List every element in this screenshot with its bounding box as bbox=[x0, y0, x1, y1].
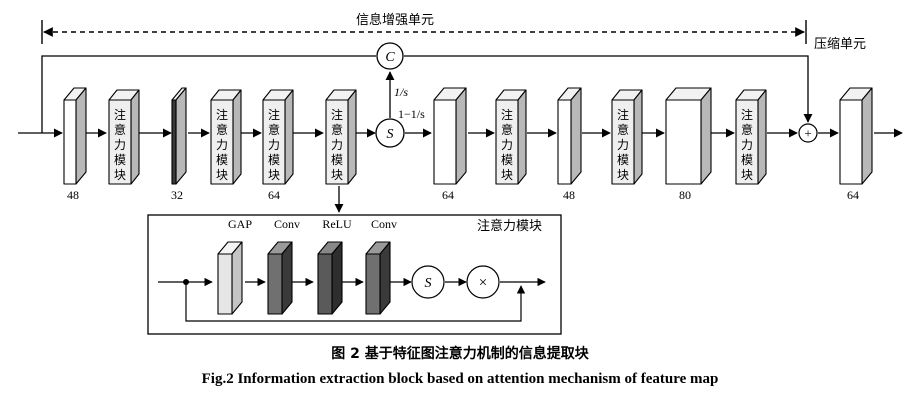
svg-text:块: 块 bbox=[216, 168, 228, 182]
feature-map-block bbox=[63, 87, 87, 185]
attention-module-block: 注意力模块 bbox=[210, 89, 242, 185]
svg-text:模: 模 bbox=[617, 153, 629, 167]
info-enhance-unit-label: 信息增强单元 bbox=[356, 12, 434, 28]
svg-text:模: 模 bbox=[114, 153, 126, 167]
svg-text:意: 意 bbox=[268, 122, 280, 137]
attention-module-block: 注意力模块 bbox=[611, 89, 643, 185]
svg-text:意: 意 bbox=[617, 122, 629, 137]
svg-text:×: × bbox=[479, 275, 487, 291]
svg-text:力: 力 bbox=[331, 138, 343, 152]
svg-text:模: 模 bbox=[216, 153, 228, 167]
gap-label: GAP bbox=[228, 217, 252, 231]
svg-text:力: 力 bbox=[617, 138, 629, 152]
svg-text:块: 块 bbox=[501, 168, 513, 182]
conv1-label: Conv bbox=[274, 217, 300, 231]
attention-module-block: 注意力模块 bbox=[495, 89, 527, 185]
split-node: S bbox=[375, 118, 405, 148]
svg-text:力: 力 bbox=[268, 138, 280, 152]
svg-text:模: 模 bbox=[741, 153, 753, 167]
svg-text:意: 意 bbox=[331, 122, 343, 137]
inset-title: 注意力模块 bbox=[477, 218, 542, 234]
svg-text:模: 模 bbox=[331, 153, 343, 167]
svg-text:C: C bbox=[385, 50, 395, 65]
relu-label: ReLU bbox=[322, 217, 352, 231]
svg-text:+: + bbox=[804, 126, 811, 141]
svg-text:注: 注 bbox=[268, 107, 280, 122]
svg-text:块: 块 bbox=[617, 168, 629, 182]
svg-text:模: 模 bbox=[268, 153, 280, 167]
svg-text:力: 力 bbox=[216, 138, 228, 152]
compress-unit-label: 压缩单元 bbox=[814, 36, 866, 52]
relu-block bbox=[317, 241, 343, 315]
channel-label: 64 bbox=[847, 188, 859, 202]
svg-text:注: 注 bbox=[501, 107, 513, 122]
svg-text:注: 注 bbox=[331, 107, 343, 122]
channel-label: 64 bbox=[442, 188, 454, 202]
svg-text:意: 意 bbox=[216, 122, 228, 137]
channel-label: 32 bbox=[171, 188, 183, 202]
channel-label: 48 bbox=[563, 188, 575, 202]
figure-caption-english: Fig.2 Information extraction block based… bbox=[201, 371, 719, 387]
svg-text:S: S bbox=[387, 127, 394, 142]
sigmoid-node: S bbox=[411, 265, 445, 299]
attention-module-block: 注意力模块 bbox=[325, 89, 357, 185]
feature-map-block bbox=[433, 87, 467, 185]
svg-text:块: 块 bbox=[741, 168, 753, 182]
svg-text:注: 注 bbox=[617, 107, 629, 122]
ratio-top-label: 1/s bbox=[394, 85, 408, 99]
feature-map-block bbox=[557, 87, 582, 185]
feature-map-block bbox=[665, 87, 712, 185]
svg-text:意: 意 bbox=[501, 122, 513, 137]
channel-label: 80 bbox=[679, 188, 691, 202]
skip-connection bbox=[41, 55, 813, 133]
multiply-node: × bbox=[466, 265, 500, 299]
feature-map-block bbox=[171, 87, 187, 185]
add-node: + bbox=[798, 123, 818, 143]
channel-labels: 48 32 64 64 48 80 64 bbox=[67, 188, 859, 202]
channel-label: 64 bbox=[268, 188, 280, 202]
attention-module-block: 注意力模块 bbox=[735, 89, 767, 185]
info-enhance-unit-bracket bbox=[41, 20, 807, 44]
conv2-label: Conv bbox=[371, 217, 397, 231]
svg-text:注: 注 bbox=[216, 107, 228, 122]
attention-module-block: 注意力模块 bbox=[108, 89, 140, 185]
concat-node: C bbox=[376, 42, 404, 70]
svg-text:意: 意 bbox=[114, 122, 126, 137]
svg-text:力: 力 bbox=[501, 138, 513, 152]
feature-map-block bbox=[839, 87, 873, 185]
attention-module-inset: 注意力模块 GAP Conv ReLU Conv S × bbox=[147, 214, 562, 335]
svg-text:力: 力 bbox=[114, 138, 126, 152]
svg-text:模: 模 bbox=[501, 153, 513, 167]
svg-text:块: 块 bbox=[331, 168, 343, 182]
conv1-block bbox=[267, 241, 293, 315]
attention-module-block: 注意力模块 bbox=[262, 89, 294, 185]
gap-block bbox=[217, 241, 243, 315]
svg-text:块: 块 bbox=[114, 168, 126, 182]
svg-text:注: 注 bbox=[114, 107, 126, 122]
conv2-block bbox=[365, 241, 391, 315]
svg-text:注: 注 bbox=[741, 107, 753, 122]
svg-text:S: S bbox=[425, 276, 432, 291]
channel-label: 48 bbox=[67, 188, 79, 202]
svg-text:块: 块 bbox=[268, 168, 280, 182]
figure-caption-chinese: 图 2 基于特征图注意力机制的信息提取块 bbox=[331, 346, 589, 362]
ratio-right-label: 1−1/s bbox=[398, 107, 425, 121]
svg-text:意: 意 bbox=[741, 122, 753, 137]
svg-text:力: 力 bbox=[741, 138, 753, 152]
